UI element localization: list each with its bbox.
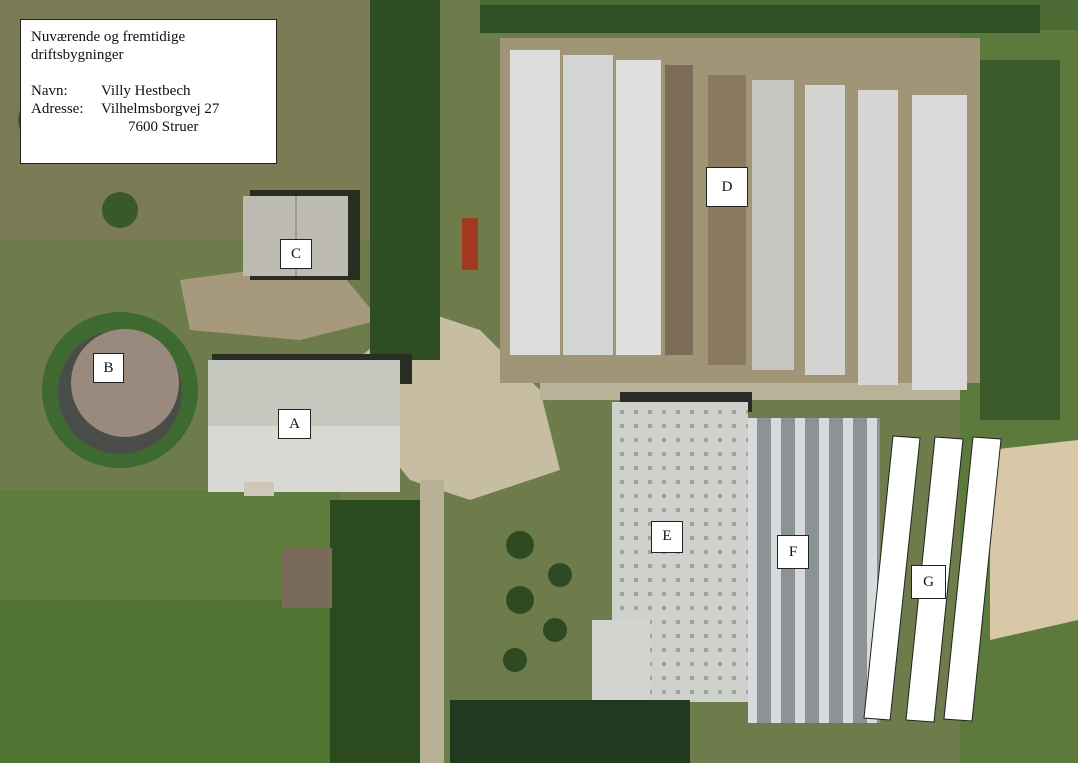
hedge-north bbox=[480, 5, 1040, 33]
name-label: Navn: bbox=[31, 83, 68, 99]
address-line2: 7600 Struer bbox=[128, 119, 199, 135]
barn-d-5 bbox=[708, 75, 746, 365]
wooden-pallets bbox=[244, 482, 274, 496]
barn-e-extension bbox=[592, 620, 650, 705]
barn-f-roof bbox=[748, 418, 880, 723]
tree bbox=[543, 618, 567, 642]
legend-address-row: Adresse: Vilhelmsborgvej 27 bbox=[31, 100, 266, 118]
bottom-trees bbox=[450, 700, 690, 763]
address-label: Adresse: bbox=[31, 101, 84, 117]
tree-row-south bbox=[330, 500, 420, 763]
building-label-a: A bbox=[278, 409, 311, 439]
tree bbox=[102, 192, 138, 228]
sand-area-right bbox=[990, 440, 1078, 640]
tree-row-center bbox=[370, 0, 440, 360]
tree bbox=[506, 586, 534, 614]
building-label-g: G bbox=[911, 565, 946, 599]
planned-building-g-3 bbox=[943, 436, 1002, 722]
barn-d-1 bbox=[510, 50, 560, 355]
barn-d-9 bbox=[912, 95, 967, 390]
barn-d-3 bbox=[616, 60, 661, 355]
silo-b-top bbox=[71, 329, 179, 437]
wooden-pallets bbox=[282, 548, 332, 608]
building-label-b: B bbox=[93, 353, 124, 383]
barn-d-4 bbox=[665, 65, 693, 355]
address-line1: Vilhelmsborgvej 27 bbox=[101, 101, 220, 117]
field-lower-strip bbox=[0, 600, 330, 763]
barn-d-7 bbox=[805, 85, 845, 375]
tree bbox=[548, 563, 572, 587]
building-label-e: E bbox=[651, 521, 683, 553]
planned-building-g-1 bbox=[863, 435, 921, 721]
barn-d-2 bbox=[563, 55, 613, 355]
tree bbox=[506, 531, 534, 559]
legend-name-row: Navn: Villy Hestbech bbox=[31, 82, 266, 100]
legend-title: Nuværende og fremtidige driftsbygninger bbox=[31, 29, 186, 63]
barn-d-8 bbox=[858, 90, 898, 385]
barn-d-6 bbox=[752, 80, 794, 370]
building-label-d: D bbox=[706, 167, 748, 207]
map-legend: Nuværende og fremtidige driftsbygninger … bbox=[20, 19, 277, 164]
name-value: Villy Hestbech bbox=[101, 83, 191, 99]
tree bbox=[503, 648, 527, 672]
building-label-c: C bbox=[280, 239, 312, 269]
hedge-east bbox=[980, 60, 1060, 420]
building-label-f: F bbox=[777, 535, 809, 569]
vehicle bbox=[462, 218, 478, 270]
road-south bbox=[420, 480, 444, 763]
